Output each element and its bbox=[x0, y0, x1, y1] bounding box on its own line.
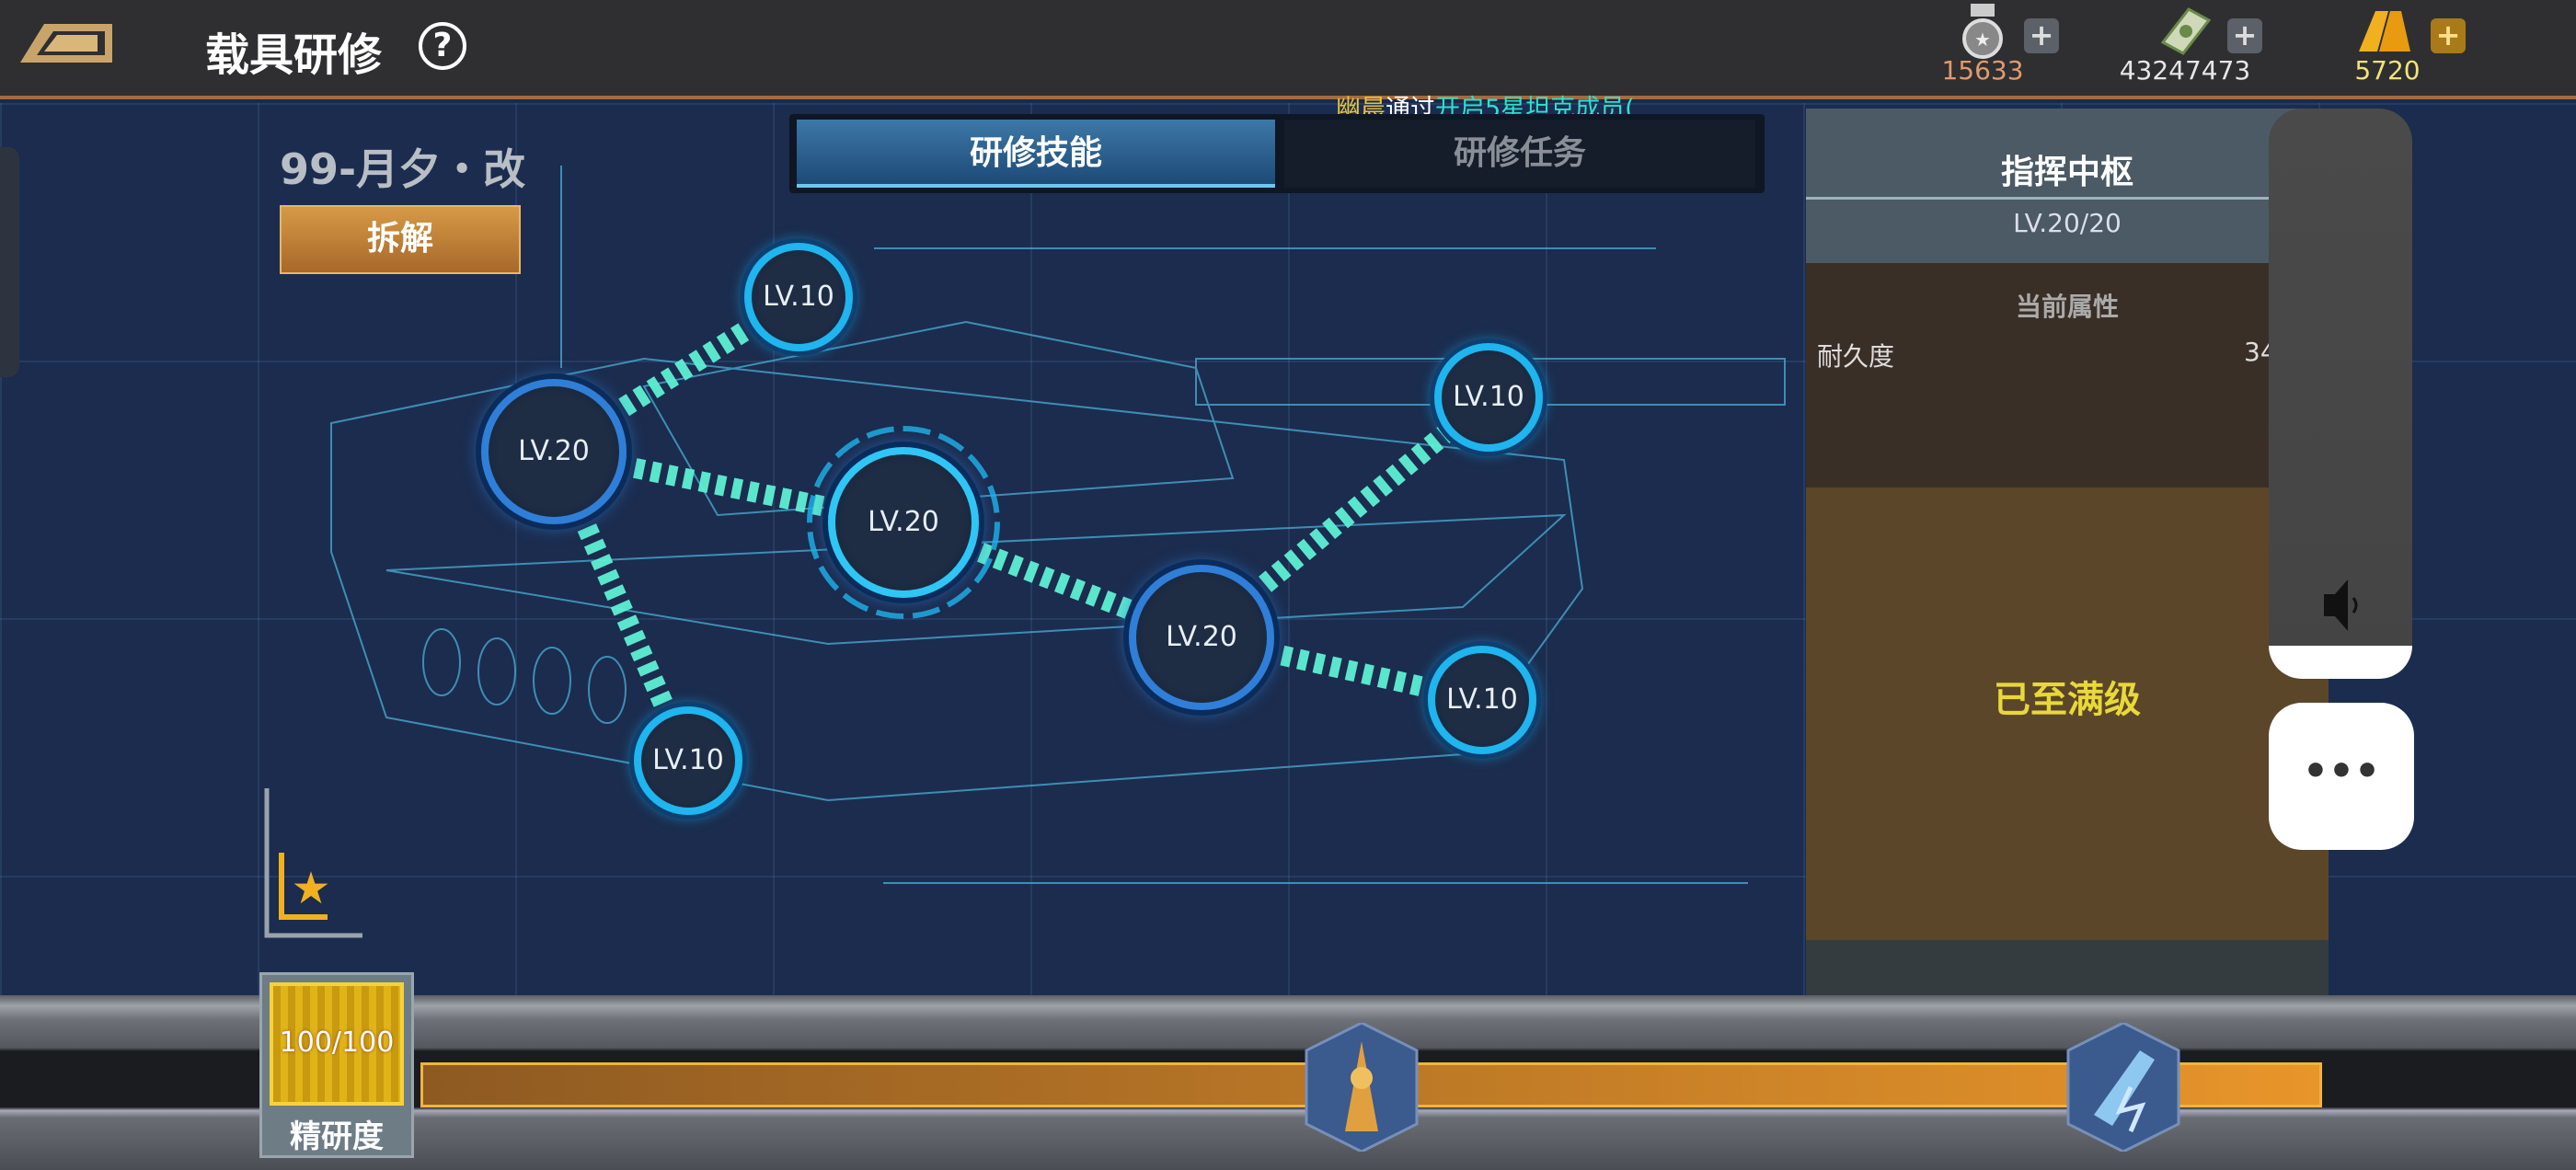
medal-icon: ★ bbox=[1960, 4, 2006, 61]
medal-count: 15633 bbox=[1941, 55, 2024, 86]
skill-node[interactable]: LV.20 bbox=[1129, 565, 1274, 710]
mastery-badge: 100/100 精研度 bbox=[259, 972, 414, 1158]
skill-links bbox=[544, 288, 1496, 765]
svg-text:★: ★ bbox=[291, 863, 330, 914]
dismantle-button[interactable]: 拆解 bbox=[280, 205, 521, 274]
cash-count: 43247473 bbox=[2119, 55, 2251, 86]
skill-level: LV.20/20 bbox=[2013, 208, 2122, 238]
side-drawer-handle[interactable] bbox=[0, 147, 19, 377]
skill-node[interactable]: LV.10 bbox=[1434, 343, 1543, 452]
skill-node-selected[interactable]: LV.20 bbox=[828, 447, 979, 598]
milestone-reward-icon[interactable] bbox=[1305, 1023, 1419, 1152]
star-rank-icon[interactable]: ★ bbox=[263, 788, 364, 940]
add-gold-button[interactable]: + bbox=[2431, 18, 2466, 53]
milestone-ammo-icon[interactable] bbox=[2066, 1023, 2180, 1152]
vehicle-name: 99-月夕・改 bbox=[280, 144, 526, 194]
gold-icon bbox=[2355, 6, 2414, 57]
volume-panel[interactable] bbox=[2269, 109, 2412, 679]
svg-text:★: ★ bbox=[1974, 29, 1991, 51]
cash-icon bbox=[2157, 6, 2213, 57]
max-level-label: 已至满级 bbox=[1994, 679, 2141, 721]
gold-count: 5720 bbox=[2354, 55, 2421, 86]
help-icon[interactable]: ? bbox=[419, 22, 466, 70]
skill-detail-panel: 指挥中枢 LV.20/20 当前属性 耐久度 34 已至满级 bbox=[1806, 109, 2329, 995]
skill-node[interactable]: LV.20 bbox=[481, 379, 627, 524]
mastery-value: 100/100 bbox=[270, 982, 404, 1106]
mastery-label: 精研度 bbox=[290, 1118, 384, 1155]
selected-ring bbox=[807, 426, 1000, 619]
attr-name: 耐久度 bbox=[1817, 341, 1895, 372]
skill-node[interactable]: LV.10 bbox=[744, 243, 853, 351]
attr-header: 当前属性 bbox=[2015, 292, 2119, 322]
skill-node[interactable]: LV.10 bbox=[1428, 646, 1536, 754]
page-title: 载具研修 bbox=[205, 29, 383, 81]
skill-link bbox=[1194, 389, 1496, 646]
speaker-icon[interactable] bbox=[2324, 578, 2361, 633]
tab-research-skills[interactable]: 研修技能 bbox=[797, 120, 1275, 188]
more-options-button[interactable]: ••• bbox=[2269, 703, 2414, 850]
back-button[interactable] bbox=[17, 18, 116, 66]
add-cash-button[interactable]: + bbox=[2227, 18, 2262, 53]
skill-title: 指挥中枢 bbox=[2000, 154, 2133, 191]
tab-research-tasks[interactable]: 研修任务 bbox=[1284, 120, 1755, 188]
skill-node[interactable]: LV.10 bbox=[634, 706, 742, 815]
add-medal-button[interactable]: + bbox=[2024, 18, 2059, 53]
top-bar: 载具研修 ? ★ + 15633 + 43247473 + 5720 bbox=[0, 0, 2576, 99]
